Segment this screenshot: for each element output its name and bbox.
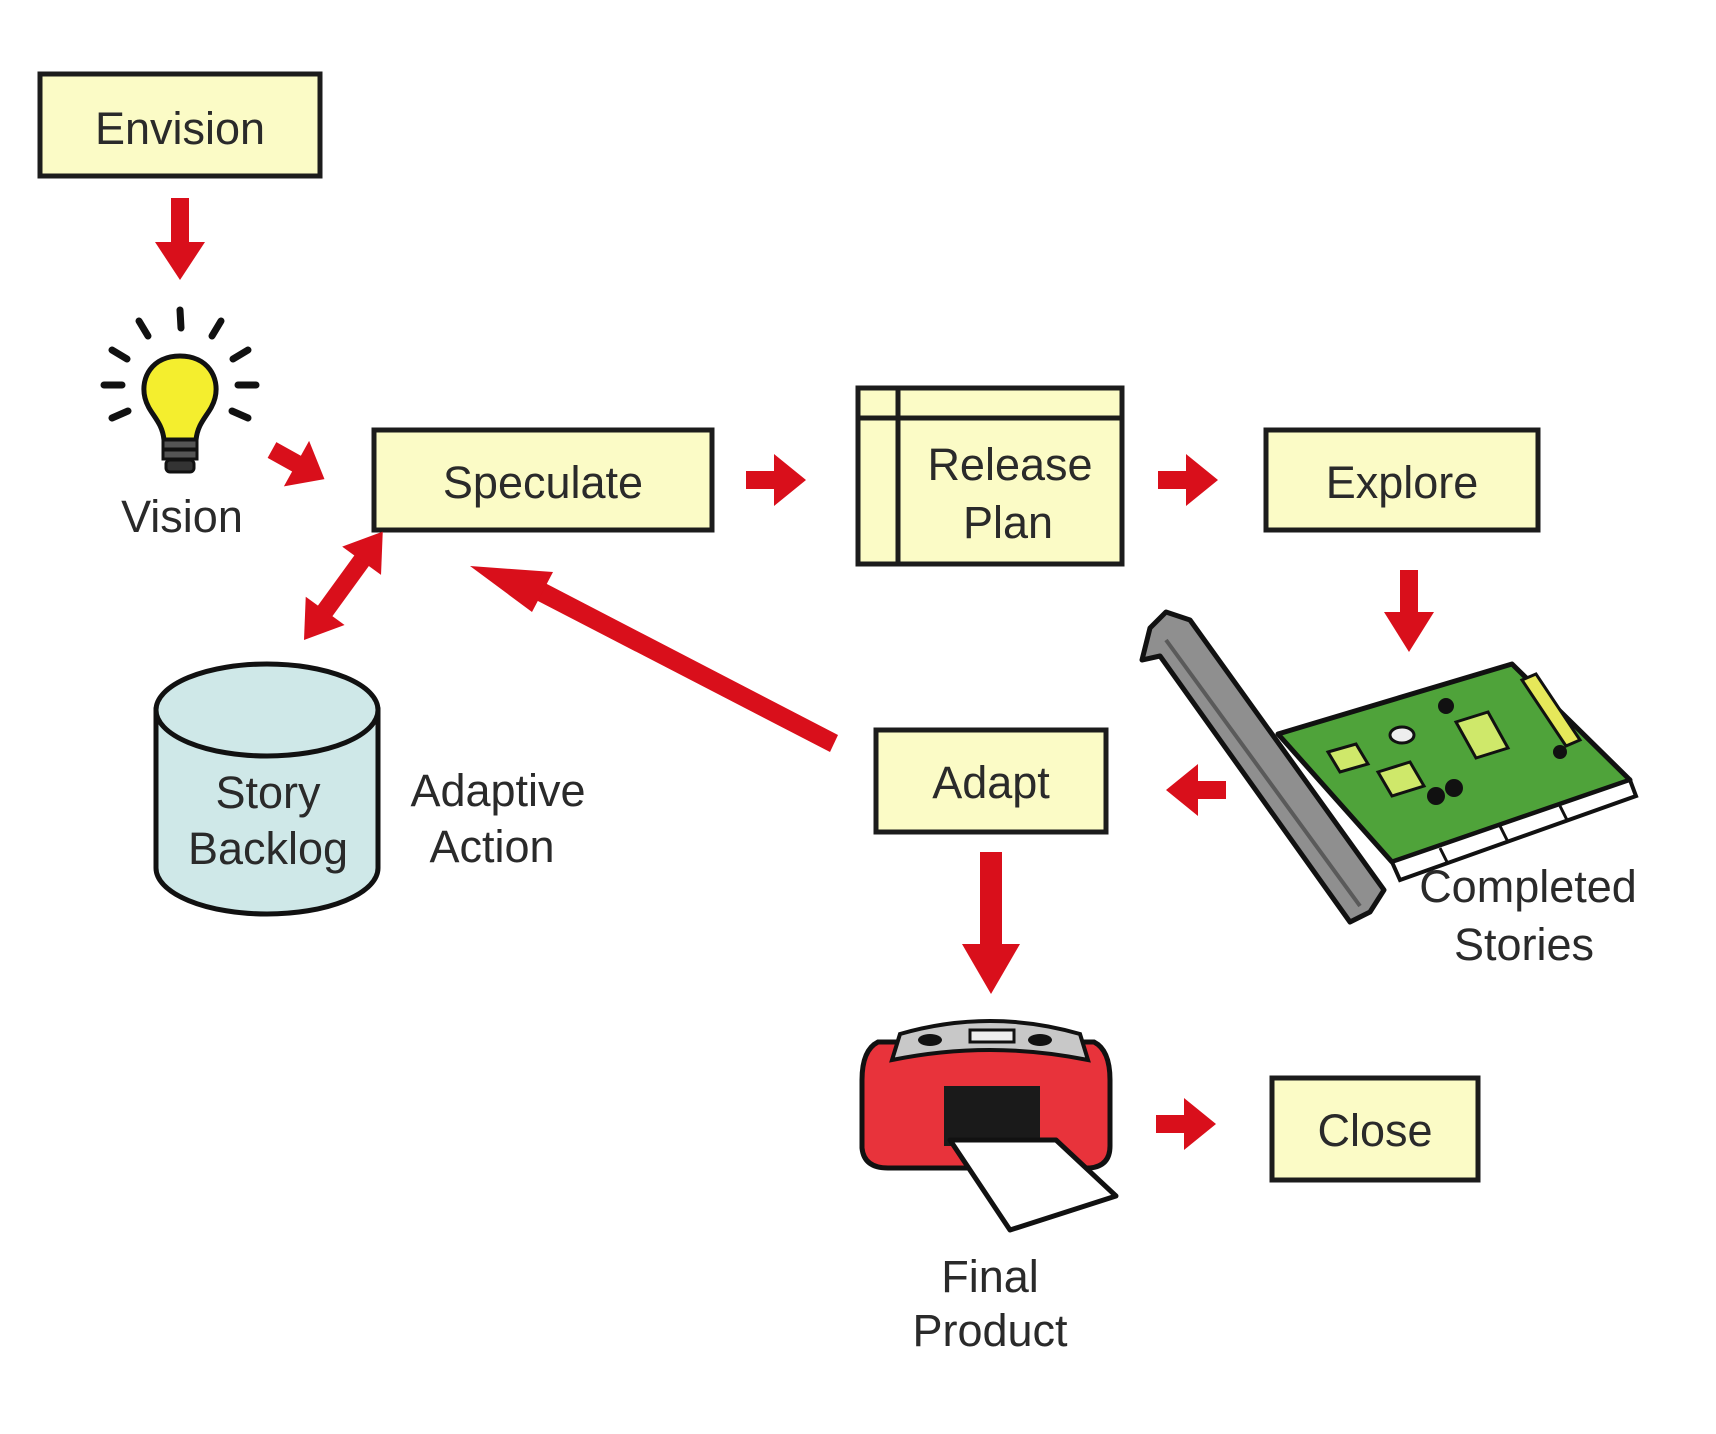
circuit-board-icon xyxy=(1139,609,1639,925)
arrow-completed-stories-to-adapt xyxy=(1166,764,1226,816)
arrow-adapt-to-final-product xyxy=(962,852,1020,994)
envision-box: Envision xyxy=(37,71,323,179)
completed-stories-label-line2: Stories xyxy=(1454,919,1594,970)
explore-box: Explore xyxy=(1263,427,1541,533)
speculate-box: Speculate xyxy=(371,427,715,533)
database-cylinder-icon xyxy=(153,661,381,917)
arrow-vision-to-speculate xyxy=(259,427,338,502)
adaptive-action-label-line2: Action xyxy=(429,821,554,872)
arrow-speculate-to-release-plan xyxy=(746,454,806,506)
explore-label: Explore xyxy=(1326,457,1479,508)
release-plan-label-line2: Plan xyxy=(963,497,1053,548)
story-backlog-label-line1: Story xyxy=(215,767,321,818)
completed-stories-label-line1: Completed xyxy=(1419,861,1637,912)
release-plan-label-line1: Release xyxy=(927,439,1092,490)
printer-icon xyxy=(859,1019,1119,1233)
close-label: Close xyxy=(1317,1105,1432,1156)
arrow-explore-to-completed-stories xyxy=(1384,570,1434,652)
lightbulb-icon xyxy=(100,306,260,474)
adaptive-action-label-line1: Adaptive xyxy=(410,765,585,816)
adapt-box: Adapt xyxy=(873,727,1109,835)
speculate-label: Speculate xyxy=(443,457,643,508)
final-product-label-line1: Final xyxy=(941,1251,1039,1302)
arrow-release-plan-to-explore xyxy=(1158,454,1218,506)
release-plan-box: Release Plan xyxy=(855,385,1125,567)
vision-label: Vision xyxy=(121,491,243,542)
final-product-label-line2: Product xyxy=(912,1305,1068,1356)
envision-label: Envision xyxy=(95,103,265,154)
story-backlog-label-line2: Backlog xyxy=(188,823,348,874)
arrow-adapt-to-speculate xyxy=(470,566,838,752)
close-box: Close xyxy=(1269,1075,1481,1183)
adapt-label: Adapt xyxy=(932,757,1050,808)
arrow-final-product-to-close xyxy=(1156,1098,1216,1150)
arrow-envision-to-vision xyxy=(155,198,205,280)
arrow-speculate-backlog-bidirectional xyxy=(304,531,383,640)
